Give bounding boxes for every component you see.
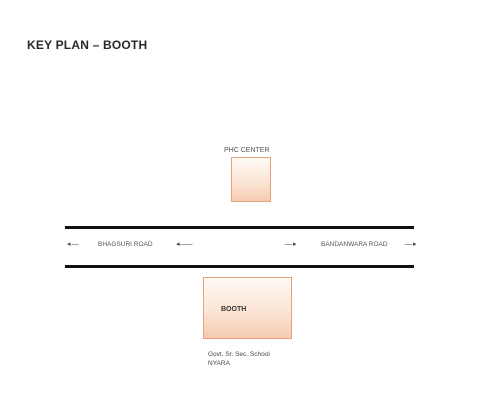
road-label-bandanwara: BANDANWARA ROAD [321, 241, 388, 248]
arrow-right-icon: — ▸ [405, 241, 416, 248]
arrow-right-icon: — ▸ [285, 241, 296, 248]
phc-center-label: PHC CENTER [224, 147, 270, 154]
booth-label: BOOTH [221, 306, 247, 313]
booth-building [203, 277, 292, 339]
arrow-left-icon: ◂—— [176, 241, 193, 248]
school-name-line1: Govt. Sr. Sec. School [208, 351, 270, 358]
road-bottom-edge [65, 265, 414, 268]
arrow-left-icon: ◂ — [67, 241, 78, 248]
road-label-bhagsuri: BHAGSURI ROAD [98, 241, 153, 248]
school-name: Govt. Sr. Sec. School NYARA [208, 350, 270, 368]
phc-center-building [231, 157, 271, 202]
page-title: KEY PLAN – BOOTH [27, 38, 148, 52]
road-top-edge [65, 226, 414, 229]
school-name-line2: NYARA [208, 360, 230, 367]
